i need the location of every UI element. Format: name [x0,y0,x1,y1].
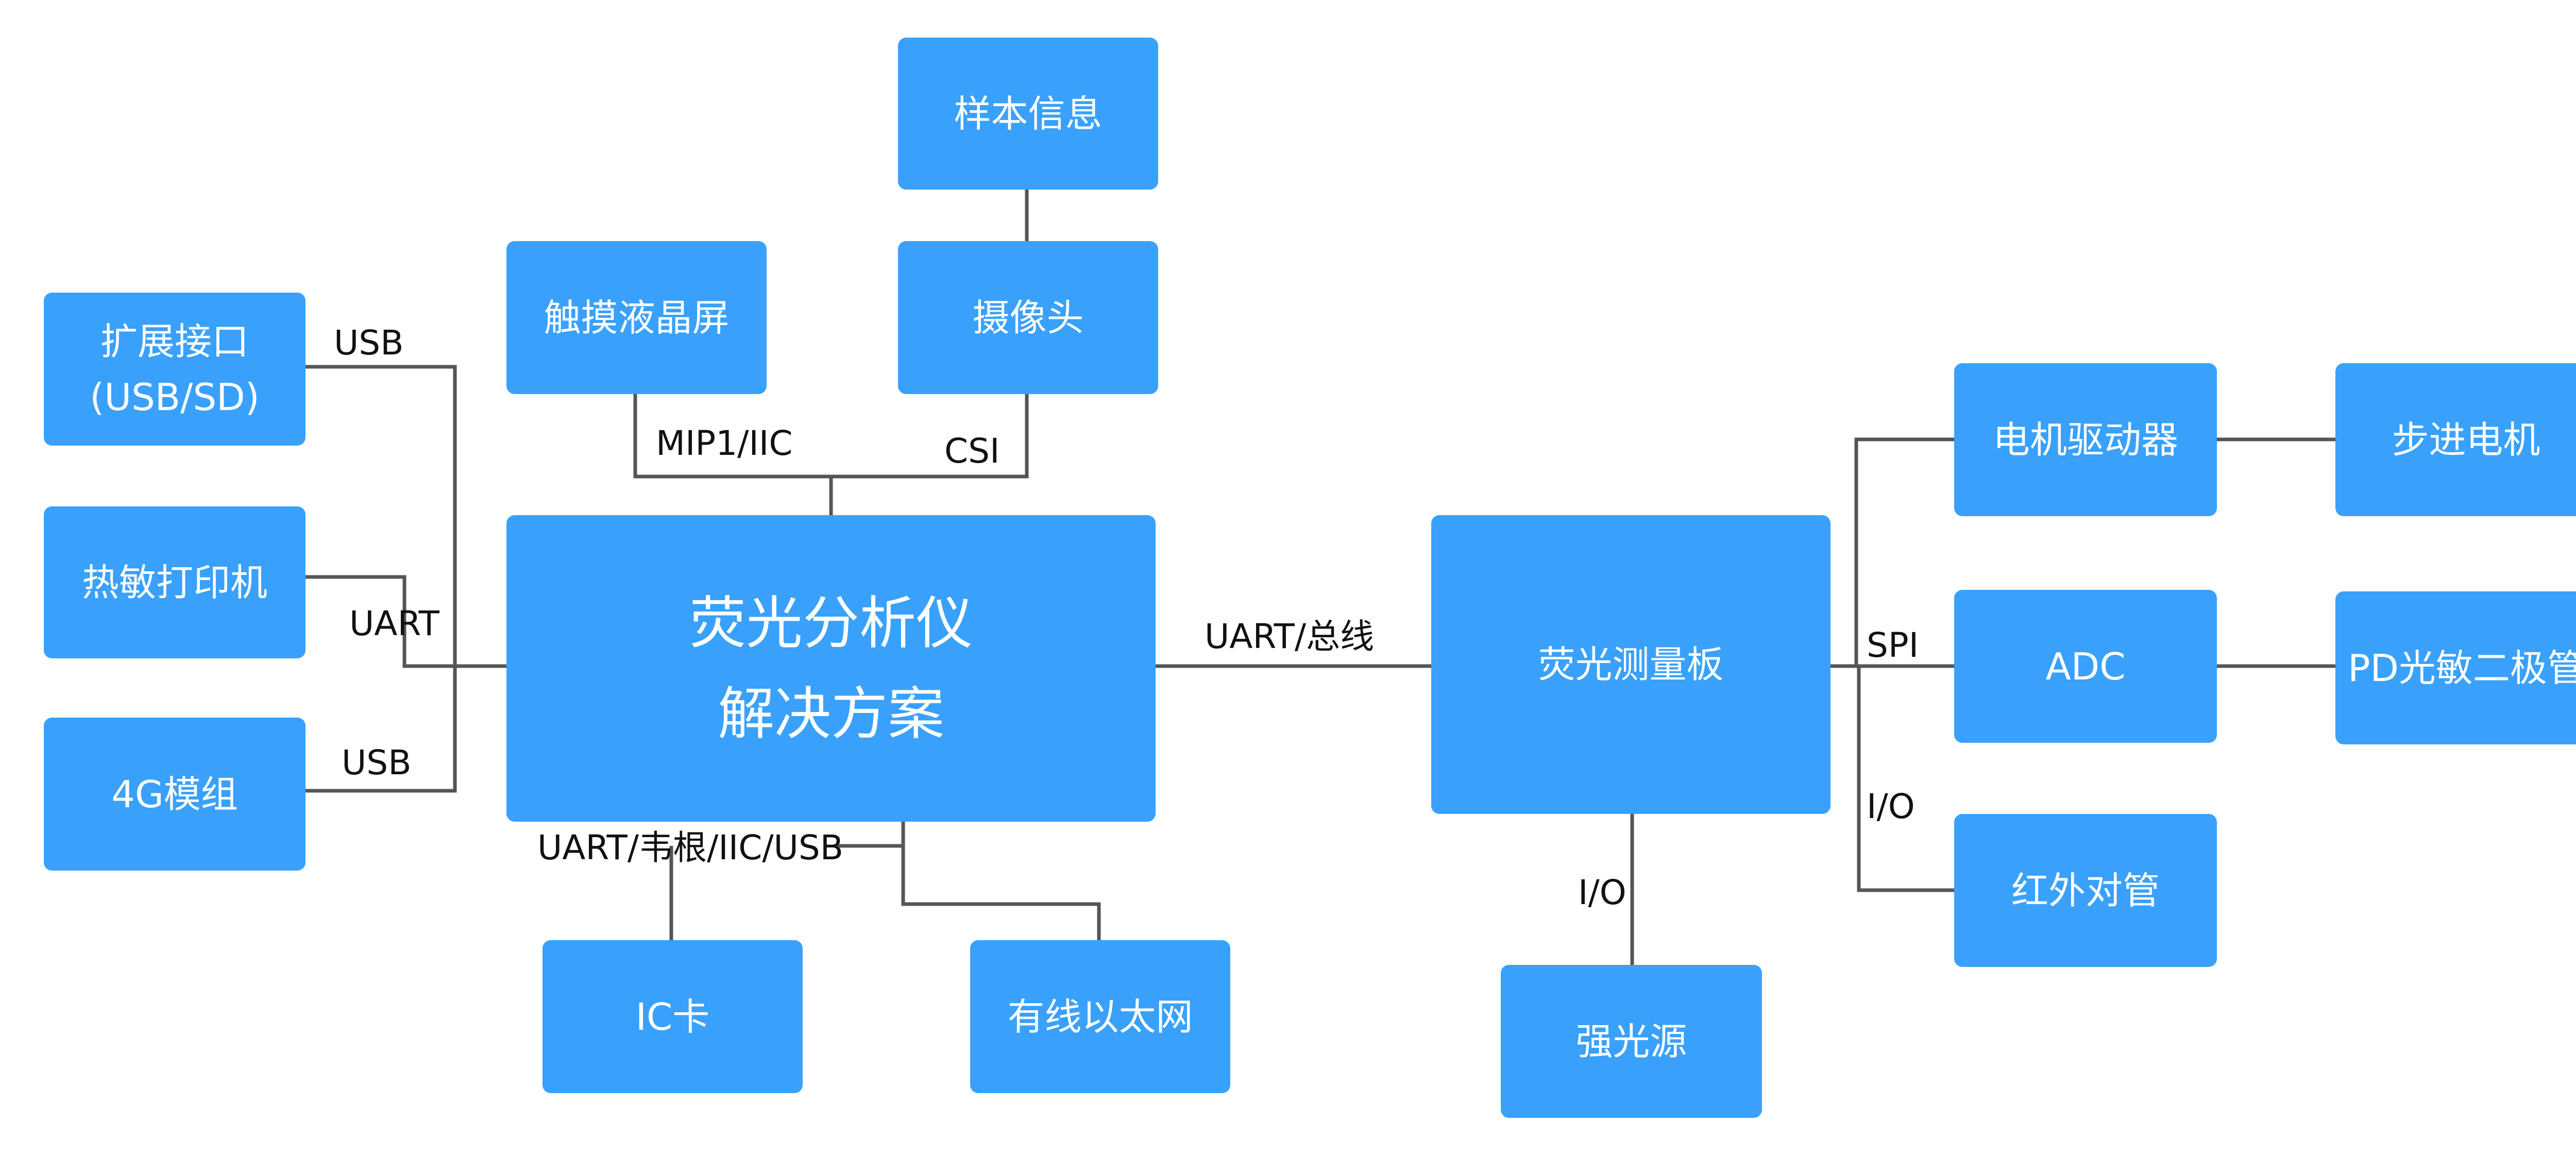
modem-4g-box: 4G模组 [44,718,306,871]
adc-box: ADC [1954,590,2217,743]
measure-board-label: 荧光测量板 [1538,643,1724,686]
sample-info-box: 样本信息 [898,38,1158,190]
thermal-printer-box: 热敏打印机 [44,506,306,658]
camera-box: 摄像头 [898,241,1158,394]
connector-ir-bus [1857,666,1954,892]
uart-bus-label: UART/总线 [1205,617,1375,656]
connector-expansion-main [306,365,457,793]
main-solution-box: 荧光分析仪 解决方案 [506,515,1156,822]
light-source-box: 强光源 [1501,965,1762,1118]
csi-label: CSI [944,431,1000,471]
expansion-port-label: 扩展接口 [100,319,249,363]
modem-4g-label: 4G模组 [111,772,238,816]
uart-left-label: UART [349,604,439,643]
expansion-port-box: 扩展接口 (USB/SD) [44,293,306,446]
usb-top-label: USB [334,323,404,363]
stepper-motor-box: 步进电机 [2335,363,2576,516]
photodiode-box: PD光敏二极管 [2335,591,2576,744]
io-bottom-label: I/O [1578,873,1626,912]
expansion-port-sublabel: (USB/SD) [90,375,260,419]
thermal-printer-label: 热敏打印机 [81,560,267,604]
adc-label: ADC [2045,644,2126,688]
ethernet-box: 有线以太网 [970,940,1230,1093]
ir-pair-label: 红外对管 [2011,869,2160,912]
ic-card-box: IC卡 [543,940,803,1093]
bottom-bus-label: UART/韦根/IIC/USB [537,828,844,868]
main-solution-title: 荧光分析仪 [689,590,973,656]
light-source-label: 强光源 [1575,1019,1687,1063]
stepper-motor-label: 步进电机 [2392,418,2540,462]
usb-bottom-label: USB [342,743,412,783]
measure-board-box: 荧光测量板 [1431,515,1831,814]
main-solution-subtitle: 解决方案 [718,681,944,747]
motor-driver-box: 电机驱动器 [1954,363,2217,516]
ic-card-label: IC卡 [635,995,710,1039]
ir-pair-box: 红外对管 [1954,814,2217,967]
sample-info-label: 样本信息 [954,92,1103,135]
photodiode-label: PD光敏二极管 [2348,646,2576,690]
mipi-iic-label: MIP1/IIC [656,423,793,463]
motor-driver-label: 电机驱动器 [1992,418,2178,462]
connector-main-ethernet [901,822,1101,940]
touchscreen-box: 触摸液晶屏 [506,241,767,394]
ethernet-label: 有线以太网 [1007,995,1193,1039]
camera-label: 摄像头 [972,296,1084,339]
touchscreen-label: 触摸液晶屏 [544,296,730,339]
io-right-label: I/O [1867,787,1915,826]
spi-label: SPI [1867,625,1919,665]
connector-motor-bus [1854,437,1954,666]
